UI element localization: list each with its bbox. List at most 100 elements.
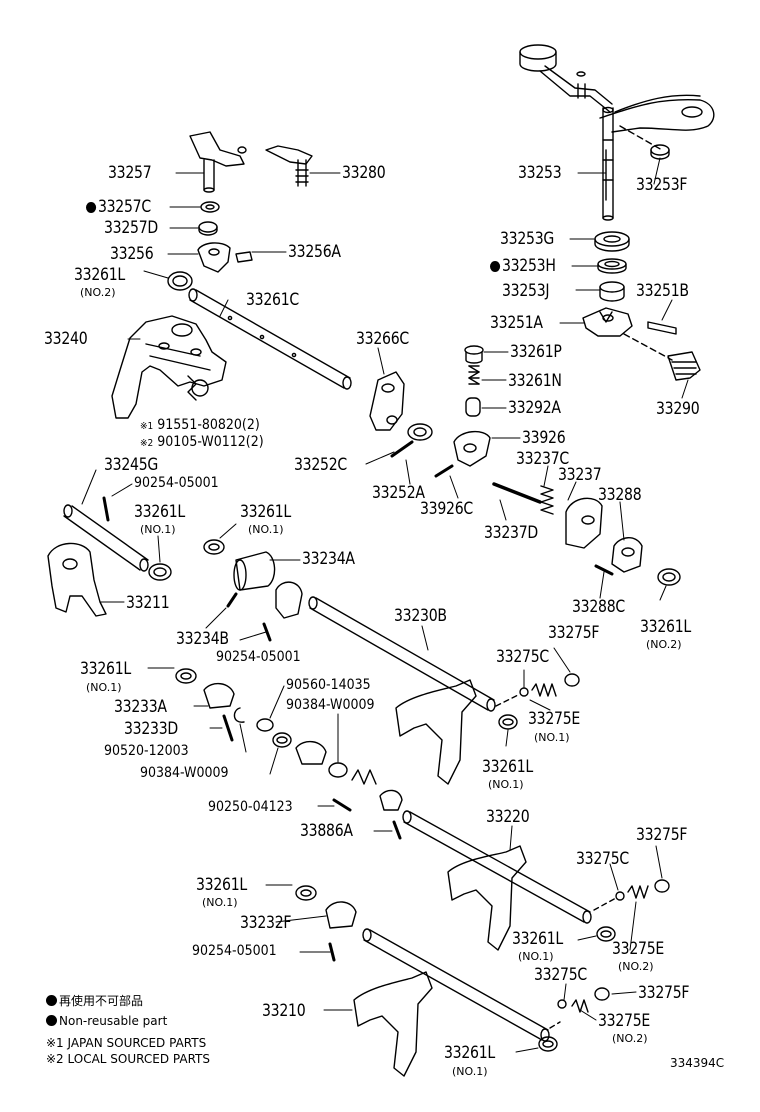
legend-nonreusable-en: Non-reusable part	[46, 1014, 167, 1028]
part-no2-note: (NO.2)	[80, 286, 116, 299]
part-33252c-label: 33252C	[294, 455, 347, 475]
nonreusable-icon	[490, 261, 501, 272]
part-no1-note-j: (NO.1)	[452, 1065, 488, 1078]
part-33257-label: 33257	[108, 163, 152, 183]
seals-drawing	[594, 231, 630, 302]
part-33251a-label: 33251A	[490, 313, 543, 333]
part-no2-note-d: (NO.2)	[646, 638, 682, 651]
part-33290-label: 33290	[656, 399, 700, 419]
plug-spring-pin-drawing	[464, 345, 484, 417]
shift-fork-shaft-33210-drawing	[353, 928, 610, 1077]
part-33261l-label-h: 33261L	[196, 875, 247, 895]
part-33256-label: 33256	[110, 244, 154, 264]
part-33288c-label: 33288C	[572, 597, 625, 617]
part-33926c-label: 33926C	[420, 499, 473, 519]
leader-lines	[81, 157, 689, 1053]
part-33261l-label-b: 33261L	[134, 502, 185, 522]
part-33257c-label: 33257C	[86, 198, 151, 216]
part-33237-label: 33237	[558, 465, 602, 485]
part-33275f-label-c: 33275F	[638, 983, 690, 1003]
part-33253-label: 33253	[518, 163, 562, 183]
shift-lever-33240-drawing	[111, 315, 227, 419]
diagram-code: 334394C	[670, 1056, 725, 1070]
interlock-drawing	[434, 431, 681, 586]
part-no1-note-h: (NO.1)	[518, 950, 554, 963]
part-33275f-label-b: 33275F	[636, 825, 688, 845]
part-33252a-label: 33252A	[372, 483, 425, 503]
part-no1-note-c: (NO.1)	[248, 523, 284, 536]
part-33288-label: 33288	[598, 485, 642, 505]
part-33275e-label-a: 33275E	[528, 709, 580, 729]
part-90254-05001-label-b: 90254-05001	[216, 649, 301, 665]
part-33245g-label: 33245G	[104, 455, 159, 475]
legend-note-1: ※1 JAPAN SOURCED PARTS	[46, 1036, 207, 1050]
part-33211-label: 33211	[126, 593, 170, 613]
part-33261c-label: 33261C	[246, 290, 299, 310]
part-90254-05001-label-a: 90254-05001	[134, 475, 219, 491]
part-33261n-label: 33261N	[508, 371, 562, 391]
part-33257d-label: 33257D	[104, 218, 158, 238]
ref1-label: ※1 91551-80820(2)	[140, 417, 260, 433]
part-33275c-label-a: 33275C	[496, 647, 549, 667]
reverse-restrict-drawing	[582, 307, 701, 381]
part-33280-label: 33280	[342, 163, 386, 183]
part-33275e-label-b: 33275E	[612, 939, 664, 959]
part-no2-note-c: (NO.2)	[612, 1032, 648, 1045]
part-33261l-label-i: 33261L	[444, 1043, 495, 1063]
part-33261l-label-f: 33261L	[482, 757, 533, 777]
nonreusable-icon	[46, 1015, 57, 1026]
part-33253h-label: 33253H	[490, 257, 556, 275]
part-33275e-label-c: 33275E	[598, 1011, 650, 1031]
part-33261l-label: 33261L	[74, 265, 125, 285]
part-33275f-label-a: 33275F	[548, 623, 600, 643]
part-33251b-label: 33251B	[636, 281, 689, 301]
part-no2-note-b: (NO.2)	[618, 960, 654, 973]
part-33261l-label-g: 33261L	[512, 929, 563, 949]
ref2-label: ※2 90105-W0112(2)	[140, 434, 264, 450]
part-90560-14035-label: 90560-14035	[286, 677, 371, 693]
part-33234a-label: 33234A	[302, 549, 355, 569]
selector-lever-drawing	[167, 131, 313, 291]
part-90384-w0009-label-b: 90384-W0009	[140, 765, 229, 781]
part-33253g-label: 33253G	[500, 229, 555, 249]
part-no1-note-f: (NO.1)	[534, 731, 570, 744]
shift-head-33266c-drawing	[369, 371, 433, 458]
shift-fork-shaft-33230b-drawing	[308, 596, 580, 785]
part-33261l-label-d: 33261L	[640, 617, 691, 637]
part-no1-note-e: (NO.1)	[86, 681, 122, 694]
part-33210-label: 33210	[262, 1001, 306, 1021]
part-33220-label: 33220	[486, 807, 530, 827]
part-33266c-label: 33266C	[356, 329, 409, 349]
shift-fork-shaft-33220-drawing	[295, 810, 670, 962]
part-90520-12003-label: 90520-12003	[104, 743, 189, 759]
part-33261p-label: 33261P	[510, 342, 562, 362]
part-33253f-label: 33253F	[636, 175, 688, 195]
part-33256a-label: 33256A	[288, 242, 341, 262]
part-33233d-label: 33233D	[124, 719, 178, 739]
part-33232f-label: 33232F	[240, 913, 292, 933]
part-33886a-label: 33886A	[300, 821, 353, 841]
part-33292a-label: 33292A	[508, 398, 561, 418]
part-33926-label: 33926	[522, 428, 566, 448]
part-33237c-label: 33237C	[516, 449, 569, 469]
legend-note-2: ※2 LOCAL SOURCED PARTS	[46, 1052, 210, 1066]
nonreusable-icon	[86, 202, 97, 213]
part-no1-note-i: (NO.1)	[202, 896, 238, 909]
part-90250-04123-label: 90250-04123	[208, 799, 293, 815]
legend-nonreusable-jp: 再使用不可部品	[46, 994, 143, 1008]
part-33240-label: 33240	[44, 329, 88, 349]
nonreusable-icon	[46, 995, 57, 1006]
part-33233a-label: 33233A	[114, 697, 167, 717]
part-90384-w0009-label-a: 90384-W0009	[286, 697, 375, 713]
part-90254-05001-label-c: 90254-05001	[192, 943, 277, 959]
part-33237d-label: 33237D	[484, 523, 538, 543]
part-no1-note-b: (NO.1)	[140, 523, 176, 536]
part-33261l-label-c: 33261L	[240, 502, 291, 522]
part-33234b-label: 33234B	[176, 629, 229, 649]
shift-shaft-33261c-drawing	[188, 288, 352, 390]
shift-fork-33211-drawing	[47, 496, 303, 642]
part-33275c-label-c: 33275C	[534, 965, 587, 985]
shift-lever-assembly-drawing	[519, 44, 715, 221]
